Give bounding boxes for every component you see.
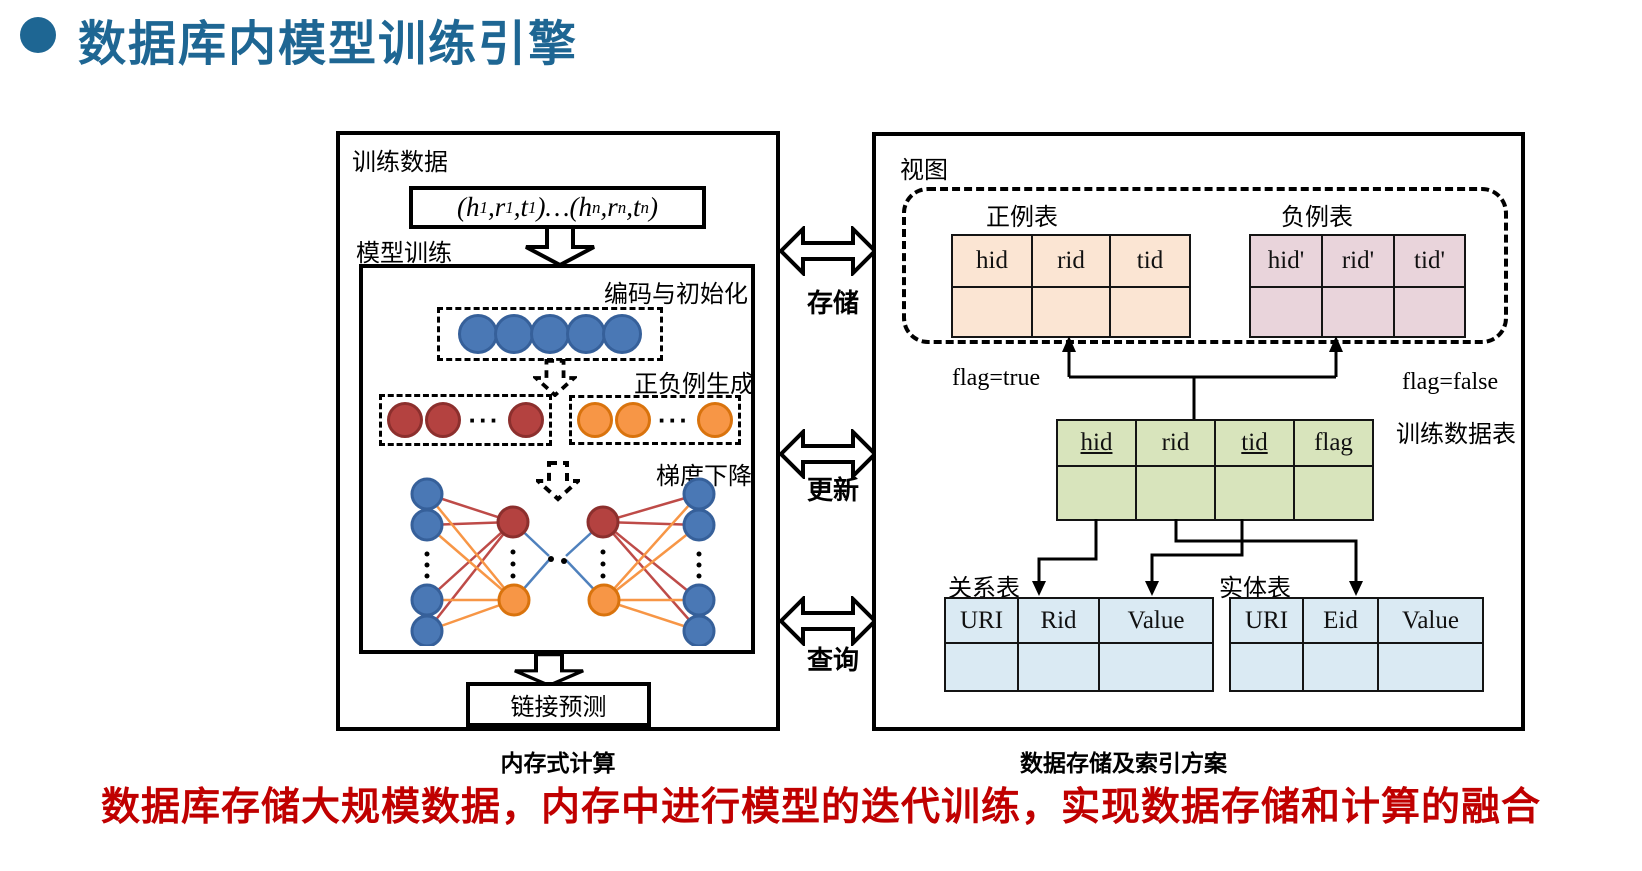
entity-table-empty-cell: [1303, 643, 1378, 691]
pos-table-header-cell: hid: [952, 235, 1032, 287]
entity-table-header-cell: Eid: [1303, 598, 1378, 643]
update-label: 更新: [806, 476, 859, 505]
positive-node: [387, 402, 423, 438]
relation-table-empty-cell: [945, 643, 1018, 691]
model-training-label: 模型训练: [356, 241, 452, 267]
pos-table-empty-cell: [952, 287, 1032, 337]
pos-neg-gen-label: 正负例生成: [634, 372, 754, 398]
ellipsis: ···: [468, 405, 501, 435]
pos-table-title: 正例表: [986, 205, 1058, 231]
train-table-title: 训练数据表: [1396, 422, 1516, 448]
view-dashed-box: [902, 187, 1508, 344]
train-table-header-cell: tid: [1215, 420, 1294, 466]
train-table-empty-cell: [1057, 466, 1136, 520]
negative-node: [577, 402, 613, 438]
negative-node: [697, 402, 733, 438]
neg-table-title: 负例表: [1281, 205, 1353, 231]
pos-table-header-cell: tid: [1110, 235, 1190, 287]
entity-table: URI Eid Value: [1229, 597, 1484, 692]
flag-true-label: flag=true: [952, 365, 1041, 391]
train-table: hid rid tid flag: [1056, 419, 1374, 521]
flag-false-label: flag=false: [1402, 369, 1499, 395]
neg-table-header-cell: tid': [1394, 235, 1465, 287]
down-arrow-icon: [514, 653, 584, 687]
ellipsis: ···: [658, 405, 690, 435]
link-prediction-label: 链接预测: [510, 695, 607, 721]
neg-table-empty-cell: [1250, 287, 1322, 337]
embedding-node: [530, 314, 570, 354]
relation-table-header-cell: Value: [1099, 598, 1213, 643]
title-bullet-icon: [20, 17, 56, 53]
table-connectors: [1032, 336, 1363, 596]
footer-highlight-text: 数据库存储大规模数据，内存中进行模型的迭代训练，实现数据存储和计算的融合: [100, 786, 1541, 829]
link-prediction-box: 链接预测: [466, 682, 651, 727]
relation-table: URI Rid Value: [944, 597, 1214, 692]
pos-table-empty-cell: [1032, 287, 1110, 337]
storage-index-box: 视图 正例表 hid rid tid 负例表 hid' rid' tid' fl…: [872, 132, 1525, 731]
negative-node: [615, 402, 651, 438]
page-title: 数据库内模型训练引擎: [78, 18, 579, 71]
store-label: 存储: [806, 289, 859, 318]
relation-table-empty-cell: [1099, 643, 1213, 691]
training-data-label: 训练数据: [352, 150, 448, 176]
down-arrow-icon: [525, 225, 595, 267]
neg-table-header-cell: hid': [1250, 235, 1322, 287]
positive-node: [425, 402, 461, 438]
entity-table-header-cell: URI: [1230, 598, 1303, 643]
embedding-node: [494, 314, 534, 354]
dashed-down-arrow-icon: [533, 359, 577, 397]
query-label: 查询: [806, 646, 859, 675]
train-table-header-cell: hid: [1057, 420, 1136, 466]
entity-table-header-cell: Value: [1378, 598, 1483, 643]
positive-node: [508, 402, 544, 438]
embedding-node: [602, 314, 642, 354]
pos-table: hid rid tid: [951, 234, 1191, 338]
entity-table-empty-cell: [1378, 643, 1483, 691]
neg-table-empty-cell: [1394, 287, 1465, 337]
embedding-node: [458, 314, 498, 354]
relation-table-header-cell: URI: [945, 598, 1018, 643]
left-caption: 内存式计算: [500, 751, 616, 776]
embedding-node: [566, 314, 606, 354]
relation-table-header-cell: Rid: [1018, 598, 1099, 643]
dashed-down-arrow-icon: [536, 461, 580, 502]
train-table-empty-cell: [1215, 466, 1294, 520]
pos-table-empty-cell: [1110, 287, 1190, 337]
pos-table-header-cell: rid: [1032, 235, 1110, 287]
neg-table-header-cell: rid': [1322, 235, 1394, 287]
store-arrow-icon: [779, 226, 877, 276]
relation-table-empty-cell: [1018, 643, 1099, 691]
positive-samples-box: ···: [379, 394, 552, 446]
neg-table-empty-cell: [1322, 287, 1394, 337]
entity-table-empty-cell: [1230, 643, 1303, 691]
encode-init-label: 编码与初始化: [604, 282, 748, 308]
neg-table: hid' rid' tid': [1249, 234, 1466, 338]
embedding-vector-box: [437, 307, 663, 361]
negative-samples-box: ···: [569, 395, 741, 445]
neural-network-graphic: [410, 477, 716, 646]
train-table-header-cell: flag: [1294, 420, 1373, 466]
train-table-header-cell: rid: [1136, 420, 1215, 466]
view-label: 视图: [900, 158, 948, 184]
train-table-empty-cell: [1294, 466, 1373, 520]
query-arrow-icon: [779, 596, 877, 646]
right-caption: 数据存储及索引方案: [1020, 751, 1227, 776]
